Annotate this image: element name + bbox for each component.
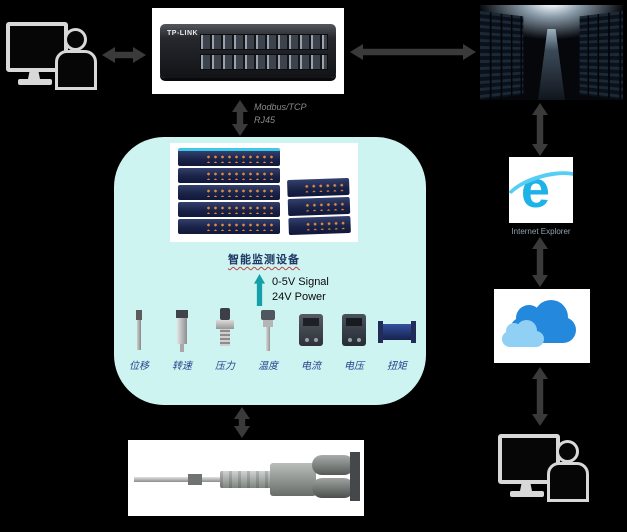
device-unit [178,148,280,166]
cloud-service-icon [494,289,590,363]
remote-client-icon [498,428,594,512]
switch-chassis: TP-LINK [160,24,336,78]
uplink-label-line1: Modbus/TCP [254,102,307,112]
person-head-icon [556,440,579,463]
device-caption: 智能监测设备 [228,254,300,266]
sensor-label: 电压 [344,361,364,372]
sensor-speed: 转速 [163,308,201,372]
sensor-voltage: 电压 [335,308,373,372]
actuator-lower-cylinder [312,478,354,498]
sensor-pressure: 压力 [206,308,244,372]
speed-sensor-icon [163,308,201,354]
device-unit [178,185,280,200]
arrow-switch-devices [232,100,248,136]
actuator-end-cap [350,452,360,501]
server-rack-row-left [480,11,524,100]
sensor-label: 扭矩 [387,361,407,372]
monitor-base [510,491,544,497]
current-sensor-icon [292,308,330,354]
signal-line1: 0-5V Signal [272,276,329,288]
uplink-label: Modbus/TCP RJ45 [254,101,307,127]
monitor-stand [520,482,532,491]
sensor-torque: 扭矩 [378,308,416,372]
arrow-devices-equipment [234,407,250,438]
server-rack-row-right [579,11,623,100]
sensor-current: 电流 [292,308,330,372]
arrow-switch-server [350,44,476,60]
server-room-aisle [538,29,565,100]
displacement-sensor-icon [120,308,158,354]
arrow-browser-cloud [532,237,548,287]
arrow-cloud-client [532,367,548,426]
monitoring-devices-image [170,143,358,242]
switch-port-row [200,34,328,50]
arrow-server-browser [532,103,548,156]
monitor-base [18,79,52,85]
actuator-cylinder [220,471,274,488]
device-stack-small [287,177,351,237]
device-unit [178,202,280,217]
signal-up-arrow-icon [254,274,265,306]
device-unit [178,168,280,183]
ie-logo-glyph: e [521,161,550,219]
device-unit [287,196,351,217]
internet-explorer-icon: e [509,157,573,223]
actuator-rod [134,477,226,482]
pressure-sensor-icon [206,308,244,354]
sensor-label: 电流 [301,361,321,372]
voltage-sensor-icon [335,308,373,354]
sensor-label: 压力 [215,361,235,372]
actuator-body [270,463,316,496]
person-body-icon [55,50,97,90]
sensor-row: 位移 转速 压力 温度 电流 电压 扭矩 [120,308,416,372]
signal-annotation: 0-5V Signal 24V Power [254,274,329,306]
sensor-label: 转速 [172,361,192,372]
server-room-image [480,5,623,100]
person-body-icon [547,462,589,502]
sensor-displacement: 位移 [120,308,158,372]
uplink-label-line2: RJ45 [254,115,276,125]
switch-brand-label: TP-LINK [167,30,199,37]
sensor-label: 位移 [129,361,149,372]
arrow-workstation-switch [102,47,146,63]
torque-sensor-icon [378,308,416,354]
signal-text: 0-5V Signal 24V Power [272,275,329,305]
cloud-front-icon [502,320,544,347]
device-unit [287,177,350,198]
monitor-stand [28,70,40,79]
sensor-temperature: 温度 [249,308,287,372]
operator-workstation-icon [6,16,102,100]
network-switch-image: TP-LINK [152,8,344,94]
temperature-sensor-icon [249,308,287,354]
device-unit [288,215,351,236]
device-unit [178,219,280,234]
actuator-upper-cylinder [312,455,354,475]
switch-port-row [200,54,328,70]
sensor-label: 温度 [258,361,278,372]
signal-line2: 24V Power [272,291,326,303]
actuator-collar [188,474,202,485]
person-head-icon [64,28,87,51]
actuator-equipment-image [128,440,364,516]
device-stack-large [178,148,280,236]
browser-caption: Internet Explorer [511,227,571,236]
switch-port-panel [200,34,328,70]
